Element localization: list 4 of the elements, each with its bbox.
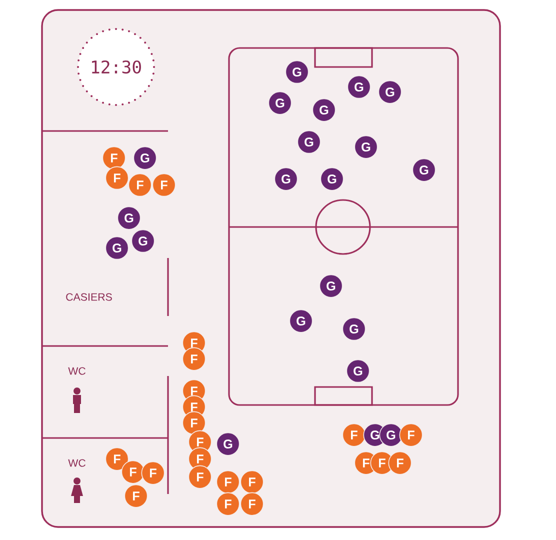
- room-label: WC: [68, 367, 86, 375]
- clock-face: 12:30: [77, 28, 155, 106]
- room-label: CASIERS: [66, 293, 112, 301]
- room-label: WC: [68, 459, 86, 467]
